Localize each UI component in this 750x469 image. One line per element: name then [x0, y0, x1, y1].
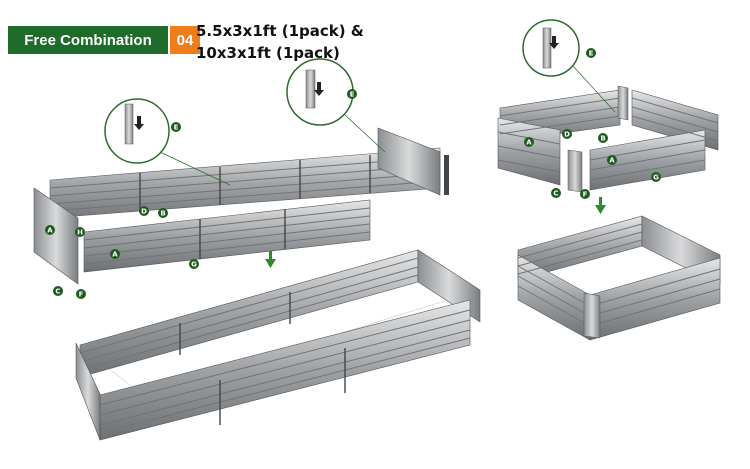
- callout-label: G: [191, 261, 197, 269]
- callout-label: B: [160, 210, 165, 218]
- left-exploded-assembly: [33, 58, 449, 285]
- callout-label: H: [77, 229, 83, 237]
- callout-label: E: [174, 124, 179, 132]
- badge-label: Free Combination: [8, 26, 168, 54]
- callout-label: C: [553, 190, 558, 198]
- right-assembled-bed: [517, 215, 721, 341]
- title-line-2: 10x3x1ft (1pack): [196, 44, 340, 62]
- right-callouts: E A A D B C F G: [524, 48, 661, 199]
- title: 5.5x3x1ft (1pack) & 10x3x1ft (1pack): [196, 20, 364, 64]
- callout-label: F: [79, 291, 84, 299]
- callout-label: D: [564, 131, 570, 139]
- callout-label: A: [112, 251, 118, 259]
- header-badge: Free Combination 04: [8, 26, 200, 54]
- callout-label: E: [589, 50, 594, 58]
- right-exploded-assembly: [497, 19, 719, 193]
- down-arrow-icon: [265, 251, 276, 268]
- callout-label: A: [47, 227, 53, 235]
- title-line-1: 5.5x3x1ft (1pack) &: [196, 22, 364, 40]
- callout-label: A: [526, 139, 532, 147]
- callout-label: F: [583, 191, 588, 199]
- callout-label: B: [600, 135, 605, 143]
- callout-label: E: [350, 91, 355, 99]
- callout-label: A: [609, 157, 615, 165]
- callout-label: C: [55, 288, 60, 296]
- left-callouts: E E A A H C F D B G: [45, 89, 357, 299]
- callout-label: D: [141, 208, 147, 216]
- callout-label: G: [653, 174, 659, 182]
- badge-number: 04: [170, 26, 200, 54]
- down-arrow-icon: [595, 197, 606, 214]
- left-assembled-bed: [75, 249, 481, 441]
